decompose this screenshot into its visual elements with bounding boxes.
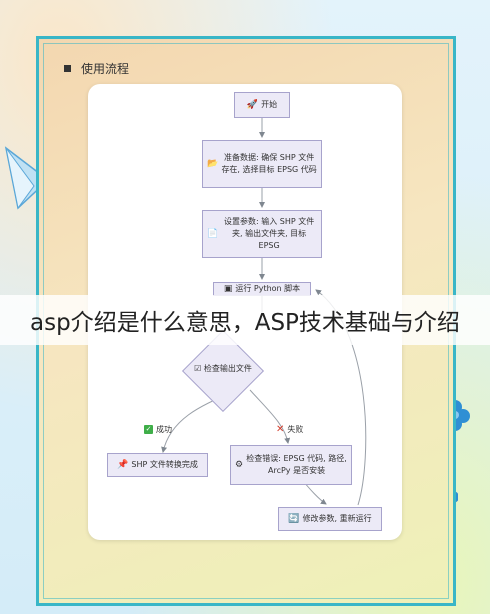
done-node: 📌 SHP 文件转换完成 bbox=[107, 453, 208, 477]
success-edge-label: ✓ 成功 bbox=[144, 424, 172, 435]
document-icon: 📄 bbox=[207, 229, 219, 239]
refresh-icon: 🔄 bbox=[288, 514, 300, 524]
check-decision-node: ☑ 检查输出文件 bbox=[181, 329, 265, 413]
folder-icon: 📂 bbox=[207, 159, 219, 169]
rocket-icon: 🚀 bbox=[246, 100, 259, 110]
fail-label: 失败 bbox=[287, 425, 304, 434]
fail-edge-label: ✕ 失败 bbox=[276, 424, 303, 435]
start-node: 🚀 开始 bbox=[234, 92, 290, 118]
section-header: 使用流程 bbox=[64, 60, 129, 77]
run-node: ▣ 运行 Python 脚本 bbox=[213, 282, 311, 296]
cross-icon: ✕ bbox=[276, 424, 285, 435]
prepare-label: 准备数据: 确保 SHP 文件存在, 选择目标 EPSG 代码 bbox=[221, 153, 317, 174]
error-label: 检查错误: EPSG 代码, 路径, ArcPy 是否安装 bbox=[246, 454, 347, 475]
run-label: 运行 Python 脚本 bbox=[235, 284, 301, 293]
bullet-icon bbox=[64, 65, 71, 72]
retry-label: 修改参数, 重新运行 bbox=[302, 514, 372, 523]
terminal-icon: ▣ bbox=[223, 284, 233, 294]
prepare-node: 📂 准备数据: 确保 SHP 文件存在, 选择目标 EPSG 代码 bbox=[202, 140, 322, 188]
success-label: 成功 bbox=[156, 425, 172, 434]
params-node: 📄 设置参数: 输入 SHP 文件夹, 输出文件夹, 目标 EPSG bbox=[202, 210, 322, 258]
gears-icon: ⚙ bbox=[235, 460, 244, 470]
checklist-icon: ☑ bbox=[194, 364, 202, 373]
check-label: 检查输出文件 bbox=[203, 364, 252, 373]
section-title: 使用流程 bbox=[81, 62, 130, 76]
pin-icon: 📌 bbox=[117, 460, 129, 470]
retry-node: 🔄 修改参数, 重新运行 bbox=[278, 507, 382, 531]
paper-plane-icon bbox=[4, 146, 48, 210]
error-node: ⚙ 检查错误: EPSG 代码, 路径, ArcPy 是否安装 bbox=[230, 445, 352, 485]
params-label: 设置参数: 输入 SHP 文件夹, 输出文件夹, 目标 EPSG bbox=[223, 217, 315, 250]
start-label: 开始 bbox=[261, 100, 278, 109]
done-label: SHP 文件转换完成 bbox=[131, 460, 198, 469]
overlay-caption: asp介绍是什么意思，ASP技术基础与介绍 bbox=[0, 295, 490, 345]
check-icon: ✓ bbox=[144, 425, 153, 434]
check-text: ☑ 检查输出文件 bbox=[181, 363, 265, 374]
